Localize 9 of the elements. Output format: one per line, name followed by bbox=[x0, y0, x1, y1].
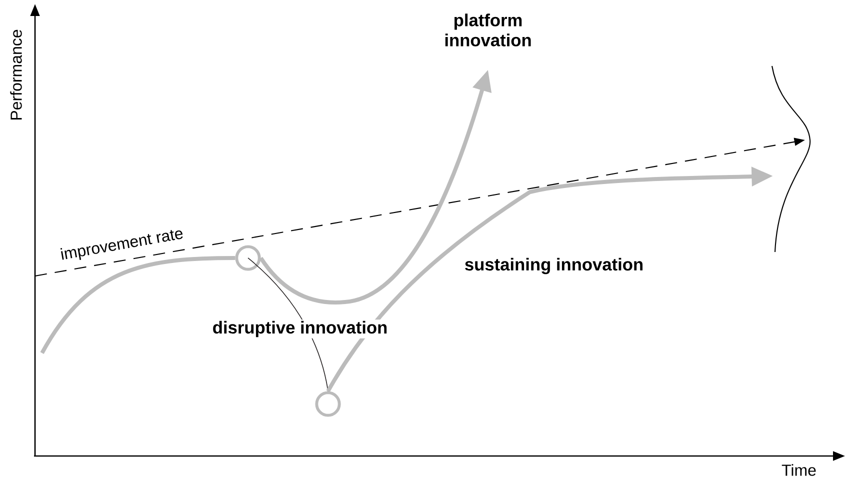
curve-label: disruptive innovation bbox=[211, 320, 389, 338]
node-label: platform innovation bbox=[445, 14, 531, 46]
axis-label: Time bbox=[782, 464, 816, 476]
trend-label: improvement rate bbox=[60, 230, 183, 260]
curve-line bbox=[40, 256, 236, 354]
axis-label: Performance bbox=[10, 30, 22, 120]
curve-label: sustaining innovation bbox=[463, 256, 645, 276]
circle-marker bbox=[315, 391, 341, 417]
circle-marker bbox=[235, 245, 261, 271]
